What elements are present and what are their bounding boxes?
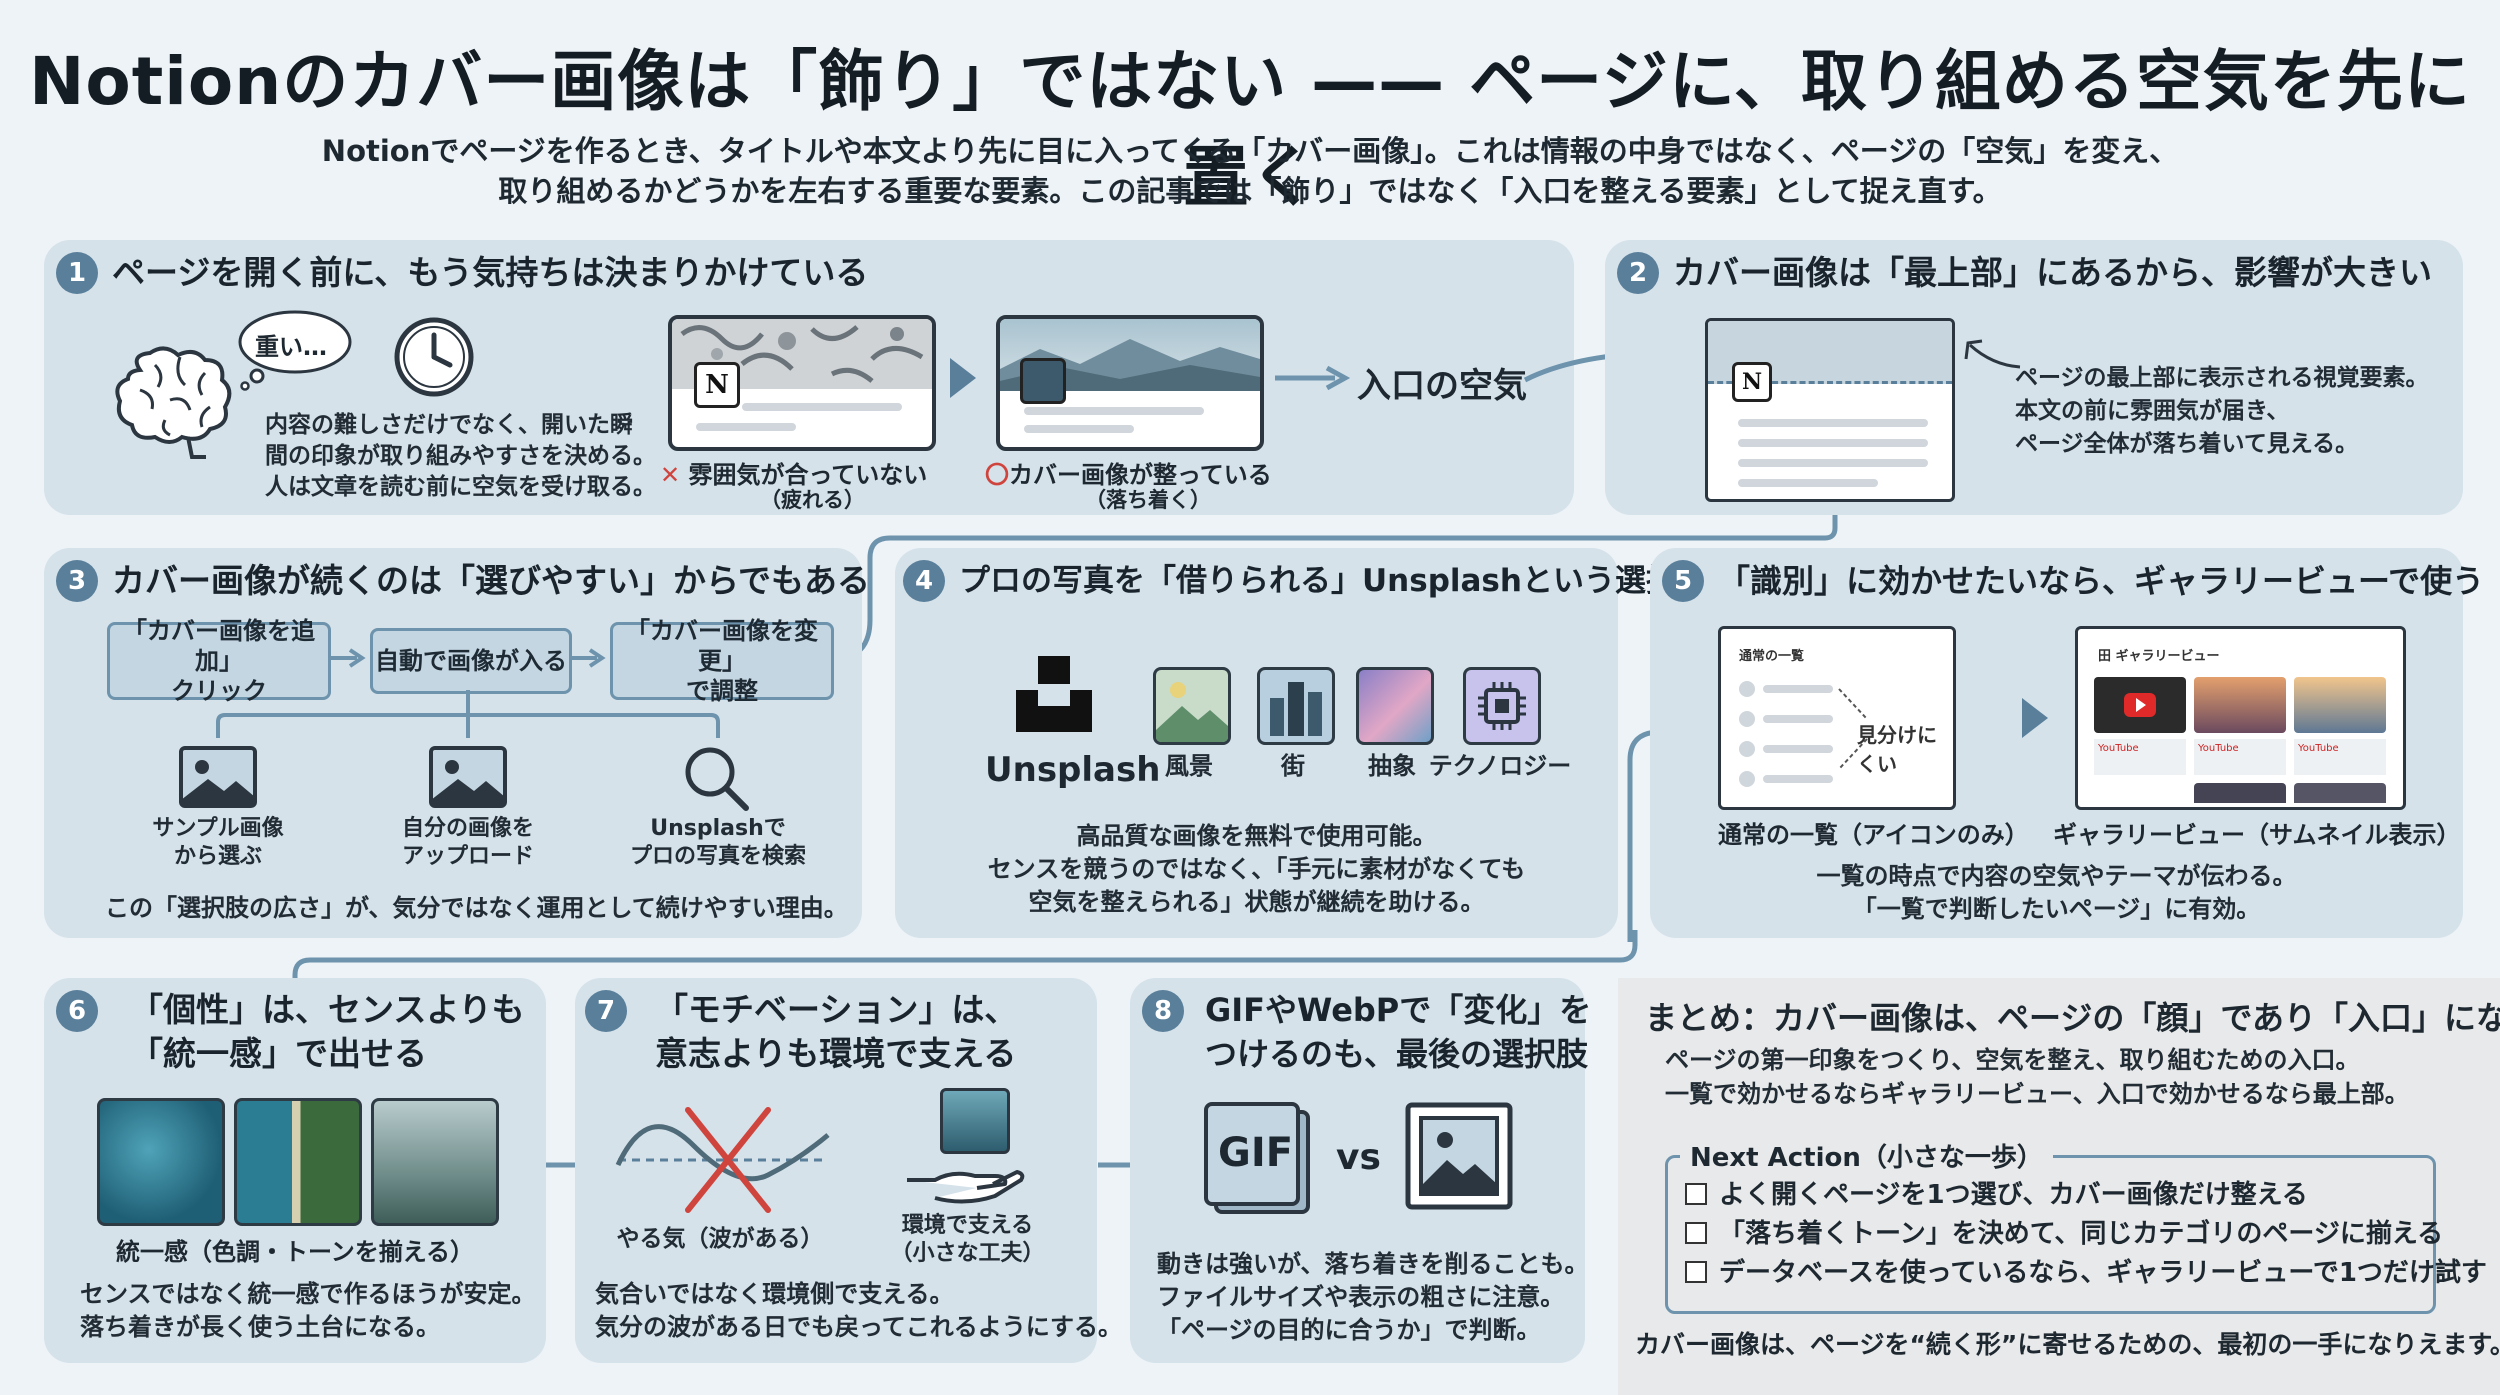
good-label: 〇カバー画像が整っている — [985, 461, 1272, 489]
flow-step-add-cover: 「カバー画像を追加」 クリック — [107, 617, 331, 705]
section-number: 8 — [1142, 990, 1184, 1032]
flow-step-change-cover: 「カバー画像を変更」 で調整 — [610, 617, 834, 705]
bad-label: ✕ 雰囲気が合っていない — [660, 461, 928, 489]
summary-title: まとめ：カバー画像は、ページの「顔」であり「入口」になる — [1645, 999, 2500, 1037]
thought-bubble-icon — [238, 310, 352, 391]
flow-arrows — [216, 648, 720, 738]
page-title: Notionのカバー画像は「飾り」ではない —— ページに、取り組める空気を先に… — [29, 43, 2471, 216]
cat-technology: テクノロジー — [1428, 752, 1572, 780]
good-sub: （落ち着く） — [1085, 488, 1211, 512]
option-unsplash: Unsplashで プロの写真を検索 — [629, 816, 806, 869]
section-number: 7 — [585, 990, 627, 1032]
gif-file-icon — [1204, 1102, 1310, 1214]
cover-mock-good — [996, 315, 1264, 451]
next-action-title: Next Action（小さな一歩） — [1680, 1137, 2053, 1174]
section-8-body: 動きは強いが、落ち着きを削ることも。ファイルサイズや表示の粗さに注意。「ページの… — [1157, 1250, 1589, 1344]
section-3-panel — [44, 548, 862, 938]
landscape-tile-icon — [1153, 667, 1231, 745]
lead-line-1: Notionでページを作るとき、タイトルや本文より先に目に入ってくる「カバー画像… — [321, 134, 2179, 168]
motivation-wave-icon — [615, 1107, 830, 1213]
arrow-right-icon — [1275, 365, 1351, 391]
checkbox-icon[interactable] — [1685, 1222, 1707, 1244]
gif-label: GIF — [1218, 1130, 1294, 1176]
static-image-icon — [1405, 1102, 1513, 1210]
section-4-body: 高品質な画像を無料で使用可能。センスを競うのではなく、「手元に素材がなくても空気… — [987, 822, 1526, 916]
next-action-item-3[interactable]: データベースを使っているなら、ギャラリービューで1つだけ試す — [1685, 1256, 2487, 1290]
section-number: 4 — [903, 560, 945, 602]
coast-photo-2 — [234, 1098, 362, 1226]
caption-motivation-wave: やる気（波がある） — [616, 1226, 824, 1252]
summary-body: ページの第一印象をつくり、空気を整え、取り組むための入口。一覧で効かせるならギャ… — [1665, 1046, 2409, 1108]
notion-logo-icon: N — [1732, 362, 1772, 402]
pointer-arrow-icon — [1964, 339, 2021, 369]
section-1-body: 内容の難しさだけでなく、開いた瞬間の印象が取り組みやすさを決める。人は文章を読む… — [265, 412, 656, 500]
summary-closing: カバー画像は、ページを“続く形”に寄せるための、最初の一手になりえます。 — [1635, 1330, 2500, 1359]
misty-forest-photo-3 — [371, 1098, 499, 1226]
tech-tile-icon — [1463, 667, 1541, 745]
section-number: 6 — [56, 990, 98, 1032]
search-icon — [685, 747, 749, 811]
summary-panel — [1618, 978, 2500, 1395]
cat-landscape: 風景 — [1165, 752, 1213, 780]
list-view-mock: 通常の一覧 見分けにくい — [1718, 626, 1956, 810]
supporting-hand-icon — [907, 1170, 1025, 1204]
thought-bubble-text: 重い… — [255, 333, 327, 361]
section-number: 5 — [1662, 560, 1704, 602]
section-number: 2 — [1617, 252, 1659, 294]
section-number: 3 — [56, 560, 98, 602]
section-7-title: 「モチベーション」は、意志よりも環境で支える — [655, 990, 1018, 1073]
option-upload: 自分の画像を アップロード — [401, 816, 534, 869]
lead-line-2: 取り組めるかどうかを左右する重要な要素。この記事では「飾り」ではなく「入口を整え… — [498, 174, 2002, 208]
gallery-view-mock: 田 ギャラリービュー YouTube YouTube YouTube — [2075, 626, 2406, 810]
chevron-right-icon — [2022, 698, 2048, 738]
photo-frame-icon — [940, 1088, 1010, 1154]
chevron-right-icon — [950, 358, 976, 398]
entrance-air-label: 入口の空気 — [1357, 366, 1527, 406]
page-top-mock — [1705, 318, 1955, 502]
brain-icon — [115, 346, 232, 459]
section-6-title: 「個性」は、センスよりも「統一感」で出せる — [130, 990, 525, 1073]
image-icon — [179, 746, 257, 808]
checkbox-icon[interactable] — [1685, 1183, 1707, 1205]
caption-environment: 環境で支える （小さな工夫） — [890, 1213, 1045, 1266]
section-6-body: センスではなく統一感で作るほうが安定。落ち着きが長く使う土台になる。 — [80, 1280, 536, 1341]
ocean-photo-1 — [97, 1098, 225, 1226]
section-7-body: 気合いではなく環境側で支える。気分の波がある日でも戻ってこれるようにする。 — [595, 1280, 1123, 1341]
next-action-item-2[interactable]: 「落ち着くトーン」を決めて、同じカテゴリのページに揃える — [1685, 1217, 2443, 1251]
caption-gallery-view: ギャラリービュー（サムネイル表示） — [2053, 821, 2461, 849]
section-number: 1 — [56, 252, 98, 294]
versus-label: vs — [1336, 1137, 1381, 1178]
checkbox-icon[interactable] — [1685, 1261, 1707, 1283]
city-tile-icon — [1257, 667, 1335, 745]
option-sample: サンプル画像 から選ぶ — [152, 816, 284, 869]
upload-image-icon — [429, 746, 507, 808]
busy-pattern-cover — [672, 319, 932, 389]
section-8-title: GIFやWebPで「変化」をつけるのも、最後の選択肢 — [1205, 991, 1592, 1073]
section-2-note: ページの最上部に表示される視覚要素。本文の前に雰囲気が届き、ページ全体が落ち着い… — [2015, 365, 2429, 457]
clock-icon — [394, 317, 474, 397]
unsplash-brand: Unsplash — [985, 750, 1161, 790]
flow-step-auto-image: 自動で画像が入る — [370, 628, 572, 694]
cover-mock-bad — [668, 315, 936, 451]
section-3-footer: この「選択肢の広さ」が、気分ではなく運用として続けやすい理由。 — [105, 894, 848, 922]
unsplash-logo-icon — [1016, 656, 1092, 732]
section-6-caption: 統一感（色調・トーンを揃える） — [115, 1238, 475, 1266]
cat-city: 街 — [1281, 752, 1305, 780]
section-5-body: 一覧の時点で内容の空気やテーマが伝わる。「一覧で判断したいページ」に有効。 — [1816, 862, 2297, 923]
section-5-title: 5「識別」に効かせたいなら、ギャラリービューで使う — [1662, 560, 2484, 602]
abstract-tile-icon — [1356, 667, 1434, 745]
section-7-panel — [575, 978, 1097, 1363]
tinted-icon-placeholder — [1020, 358, 1066, 404]
caption-list-view: 通常の一覧（アイコンのみ） — [1718, 821, 2029, 849]
bad-sub: （疲れる） — [760, 488, 865, 512]
notion-logo-icon: N — [694, 362, 740, 408]
cat-abstract: 抽象 — [1368, 752, 1416, 780]
next-action-item-1[interactable]: よく開くページを1つ選び、カバー画像だけ整える — [1685, 1178, 2308, 1212]
